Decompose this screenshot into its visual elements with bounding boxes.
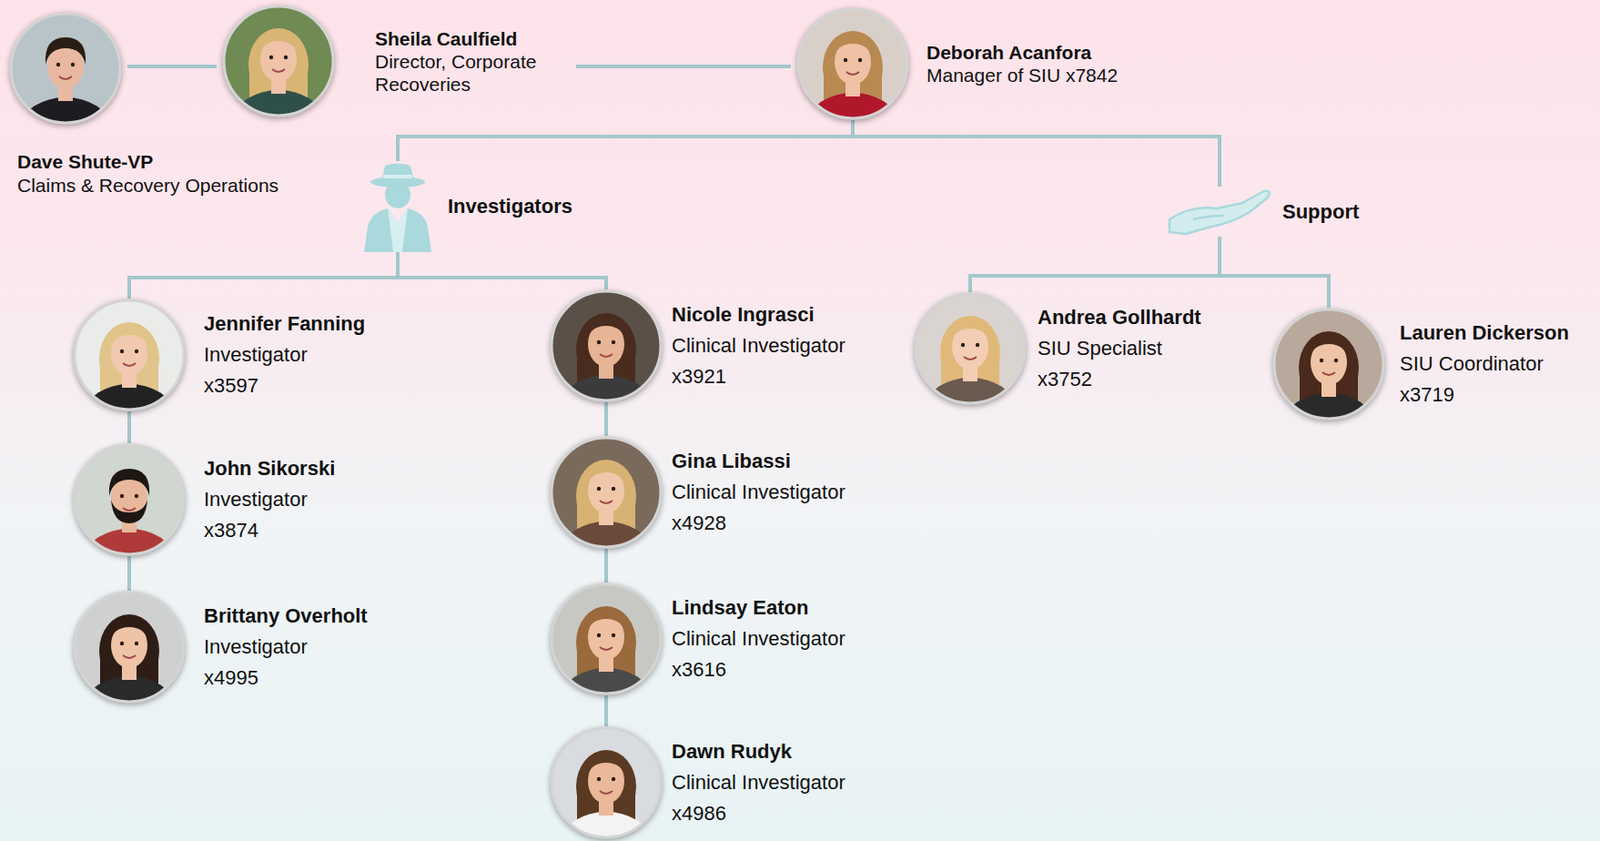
node-detail: x4928	[671, 507, 846, 539]
node-detail: Investigator	[203, 631, 368, 663]
node-detail: Claims & Recovery Operations	[17, 173, 279, 198]
investigator-icon	[358, 161, 437, 253]
node-detail: x3616	[671, 654, 846, 686]
text-column: Deborah AcanforaManager of SIU x7842	[926, 40, 1118, 87]
node-heading: Andrea Gollhardt	[1037, 302, 1202, 334]
person-card: Jennifer FanningInvestigatorx3597	[72, 298, 365, 412]
node-detail: x4995	[203, 662, 368, 694]
avatar-photo	[1272, 307, 1386, 421]
avatar-photo	[549, 726, 663, 840]
avatar-photo	[9, 11, 122, 125]
avatar-photo	[913, 292, 1027, 406]
connector-line	[970, 236, 1220, 293]
text-column: John SikorskiInvestigatorx3874	[203, 453, 335, 547]
node-heading: Brittany Overholt	[203, 600, 368, 632]
text-column: Lauren DickersonSIU Coordinatorx3719	[1399, 317, 1570, 411]
connector-line	[127, 64, 217, 69]
node-detail: SIU Specialist	[1037, 333, 1202, 365]
avatar-photo	[72, 298, 186, 412]
node-heading: Dave Shute-VP	[17, 150, 279, 174]
connector-line	[604, 695, 608, 727]
connector-line	[127, 556, 132, 591]
node-detail: x3597	[203, 370, 365, 402]
connector-line	[604, 402, 608, 436]
text-column: Support	[1282, 199, 1359, 225]
text-column: Nicole IngrasciClinical Investigatorx392…	[671, 299, 846, 393]
node-detail: x4986	[671, 798, 846, 830]
text-column: Lindsay EatonClinical Investigatorx3616	[671, 592, 846, 686]
node-heading: John Sikorski	[203, 453, 335, 485]
node-detail: x3752	[1037, 364, 1202, 395]
text-column: Sheila CaulfieldDirector, Corporate Reco…	[374, 27, 571, 96]
person-card: Andrea GollhardtSIU Specialistx3752	[913, 292, 1202, 406]
avatar-photo	[549, 289, 663, 403]
node-detail: Investigator	[203, 339, 365, 371]
text-column: Brittany OverholtInvestigatorx4995	[203, 600, 368, 694]
node-heading: Support	[1282, 199, 1359, 225]
node-heading: Gina Libassi	[671, 445, 846, 477]
node-heading: Investigators	[447, 193, 573, 220]
node-detail: Clinical Investigator	[671, 767, 846, 799]
text-column: Jennifer FanningInvestigatorx3597	[203, 308, 365, 402]
person-card: Nicole IngrasciClinical Investigatorx392…	[549, 289, 846, 403]
text-column: Gina LibassiClinical Investigatorx4928	[671, 445, 846, 539]
node-detail: SIU Coordinator	[1399, 348, 1570, 380]
person-card: Sheila CaulfieldDirector, Corporate Reco…	[222, 4, 571, 118]
node-detail: Director, Corporate Recoveries	[374, 50, 571, 96]
avatar-photo	[796, 7, 910, 121]
avatar-photo	[72, 443, 186, 557]
person-card: Brittany OverholtInvestigatorx4995	[72, 590, 368, 704]
support-icon	[1165, 186, 1274, 237]
text-column: Investigators	[447, 193, 573, 220]
node-detail: Clinical Investigator	[671, 476, 846, 508]
connector-line	[604, 548, 608, 583]
node-detail: Clinical Investigator	[671, 330, 846, 362]
text-column: Dawn RudykClinical Investigatorx4986	[671, 736, 846, 830]
connector-line	[397, 120, 853, 162]
node-detail: Investigator	[203, 484, 335, 516]
avatar-photo	[222, 4, 335, 118]
node-heading: Lindsay Eaton	[671, 592, 846, 624]
person-card: Dawn RudykClinical Investigatorx4986	[549, 726, 846, 840]
text-column: Dave Shute-VPClaims & Recovery Operation…	[17, 150, 279, 198]
node-heading: Nicole Ingrasci	[671, 299, 846, 331]
connector-line	[129, 252, 398, 299]
node-detail: x3719	[1399, 379, 1570, 411]
person-card: Lindsay EatonClinical Investigatorx3616	[549, 582, 846, 696]
avatar-photo	[549, 435, 663, 549]
node-detail: x3921	[671, 361, 846, 393]
node-heading: Lauren Dickerson	[1399, 317, 1570, 349]
group-heading: Support	[1165, 186, 1359, 237]
person-card: Gina LibassiClinical Investigatorx4928	[549, 435, 846, 549]
node-heading: Dawn Rudyk	[671, 736, 846, 768]
person-card: John SikorskiInvestigatorx3874	[72, 443, 335, 557]
node-heading: Jennifer Fanning	[203, 308, 365, 340]
node-heading: Deborah Acanfora	[926, 40, 1118, 64]
text-column: Andrea GollhardtSIU Specialistx3752	[1037, 302, 1202, 395]
person-card: Dave Shute-VPClaims & Recovery Operation…	[9, 11, 122, 125]
connector-line	[397, 252, 607, 290]
connector-line	[576, 64, 791, 69]
connector-line	[127, 411, 132, 444]
connector-line	[852, 120, 1220, 187]
person-card: Deborah AcanforaManager of SIU x7842	[796, 7, 1118, 121]
node-detail: x3874	[203, 515, 335, 547]
avatar-photo	[72, 590, 186, 704]
node-heading: Sheila Caulfield	[374, 27, 571, 51]
group-heading: Investigators	[358, 161, 573, 253]
connector-line	[1219, 236, 1329, 308]
avatar-photo	[549, 582, 663, 696]
node-detail: Clinical Investigator	[671, 623, 846, 655]
node-detail: Manager of SIU x7842	[926, 63, 1118, 87]
person-card: Lauren DickersonSIU Coordinatorx3719	[1272, 307, 1570, 421]
